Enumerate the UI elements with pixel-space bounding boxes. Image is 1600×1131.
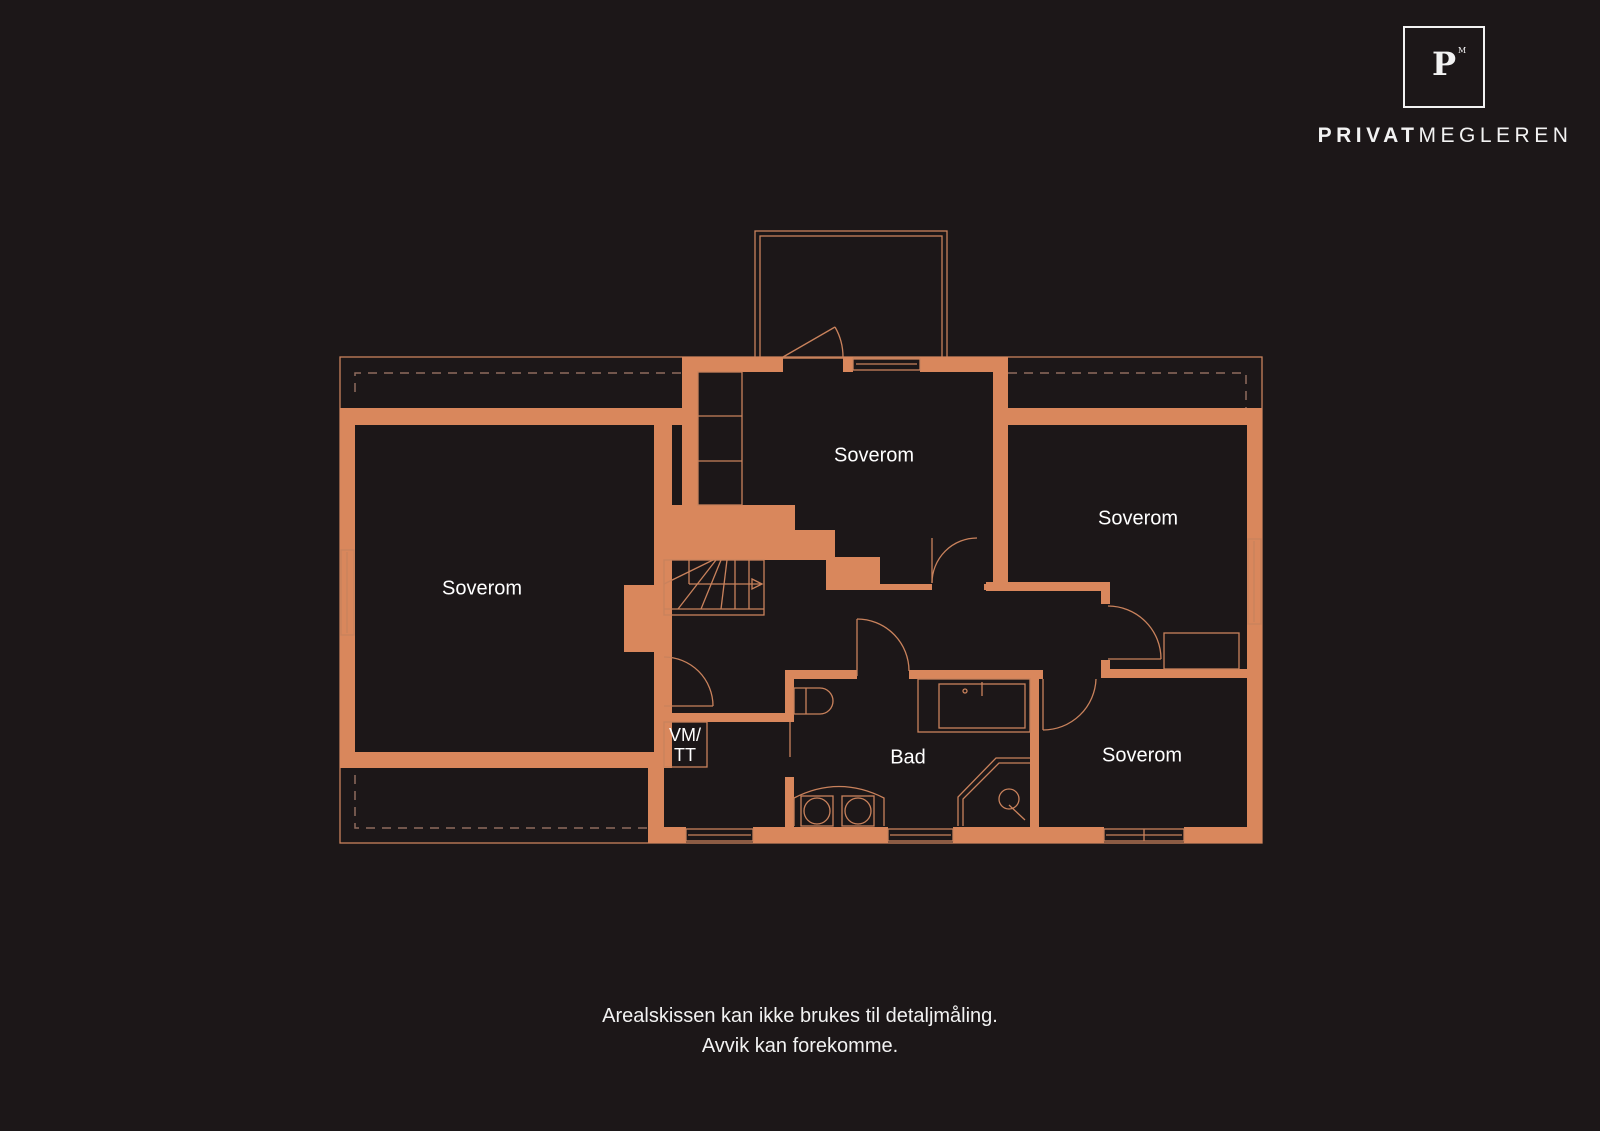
shower-screen [957, 757, 1030, 826]
wall [654, 652, 664, 662]
door-swing-arc [856, 618, 910, 672]
dashed-line-top-right [1008, 372, 1247, 408]
room-label-utility: VM/ TT [669, 725, 701, 765]
disclaimer: Arealskissen kan ikke brukes til detaljm… [0, 1001, 1600, 1061]
fixtures [340, 358, 1262, 842]
wall [785, 670, 794, 715]
wall [648, 827, 686, 843]
logo-monogram-superscript: M [1458, 46, 1467, 55]
wall [909, 670, 1043, 679]
wall [1101, 669, 1247, 678]
utility-label-line2: TT [673, 745, 696, 765]
stair-tread [677, 559, 717, 610]
door-swing-arc [931, 537, 978, 584]
utility-box [663, 721, 708, 768]
wall [843, 357, 853, 372]
wall [672, 505, 698, 560]
room-label-bedroom-top-center: Soverom [833, 444, 915, 467]
logo-wordmark: PRIVATMEGLEREN [1300, 124, 1590, 148]
room-label-bedroom-right-lower: Soverom [1101, 744, 1183, 767]
window [852, 358, 921, 371]
wall [953, 827, 1104, 843]
utility-label-line1: VM/ [668, 725, 702, 745]
wall [753, 827, 888, 843]
window [1247, 538, 1262, 625]
bathtub-surround [917, 678, 1031, 733]
wall [1101, 582, 1110, 604]
logo-monogram: P [1431, 45, 1457, 83]
disclaimer-line2: Avvik kan forekomme. [701, 1035, 899, 1057]
wall [986, 582, 1110, 591]
window [887, 828, 954, 842]
wall [648, 768, 664, 843]
stair-arrow-icon [751, 577, 764, 591]
shower-screen-inner [962, 762, 1030, 826]
basin-icon [844, 797, 872, 825]
wardrobe [697, 371, 743, 506]
privatmegleren-logo: P M PRIVATMEGLEREN [1300, 20, 1590, 160]
stair-tread [700, 559, 722, 610]
window [685, 828, 754, 842]
wall [682, 357, 783, 372]
wall [340, 408, 682, 425]
vanity-outline [793, 785, 885, 826]
wall [624, 585, 664, 652]
basin-icon [803, 797, 831, 825]
balcony-inner-outline [759, 235, 943, 359]
logo-wordmark-light: MEGLEREN [1418, 124, 1573, 147]
door-swing-arc [834, 326, 844, 358]
shower-head-icon [998, 788, 1020, 810]
wall [993, 408, 1262, 425]
stair-tread [663, 559, 714, 585]
wall [664, 713, 794, 722]
balcony-outline [754, 230, 948, 359]
dashed-roof-lines [354, 372, 1247, 829]
shower-hose-icon [1008, 804, 1026, 821]
disclaimer-line1: Arealskissen kan ikke brukes til detaljm… [602, 1005, 998, 1027]
wall [785, 777, 794, 827]
door-swing-arc [1042, 678, 1097, 731]
drain-icon [962, 688, 968, 694]
wall [993, 357, 1008, 587]
stair-tread [720, 559, 728, 610]
wall [1030, 670, 1039, 827]
toilet-icon [793, 687, 834, 715]
room-label-bedroom-right-upper: Soverom [1097, 507, 1179, 530]
desk [1163, 632, 1240, 670]
wall [785, 670, 857, 679]
wall [672, 505, 932, 590]
room-label-bedroom-left: Soverom [441, 577, 523, 600]
dashed-line-bottom-left [354, 775, 648, 829]
sink-icon [841, 795, 875, 827]
door-leaf [782, 326, 836, 358]
room-label-bathroom: Bad [890, 746, 926, 769]
wall [920, 357, 1008, 372]
logo-monogram-box: P M [1403, 26, 1485, 108]
wall [340, 752, 672, 768]
door-swing-arc [1107, 605, 1162, 660]
staircase [663, 559, 765, 616]
door-swing-arc [663, 656, 714, 707]
dashed-line-top-left [354, 372, 682, 392]
walls [340, 357, 1262, 843]
sink-icon [800, 795, 834, 827]
wall [1184, 827, 1262, 843]
logo-wordmark-bold: PRIVAT [1317, 124, 1419, 147]
wall [1247, 408, 1262, 843]
window [340, 549, 355, 636]
